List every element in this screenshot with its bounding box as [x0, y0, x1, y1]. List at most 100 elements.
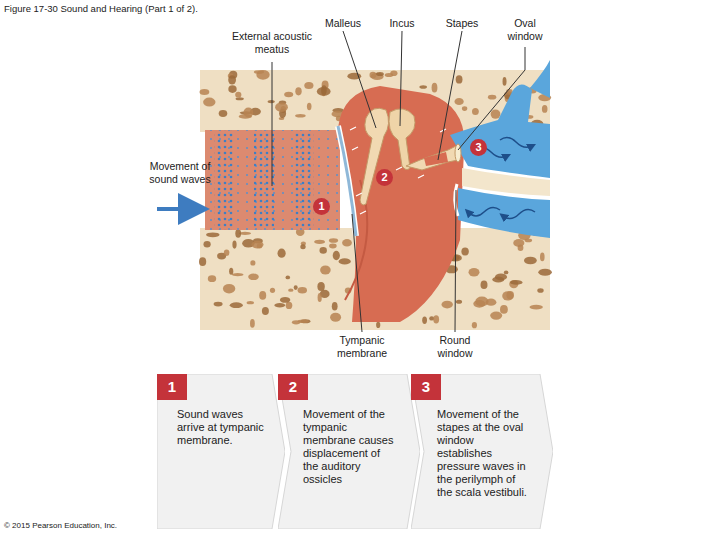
bone-pore — [274, 303, 285, 307]
bone-pore — [488, 95, 496, 100]
bone-pore — [219, 110, 228, 117]
part-label: Incus — [378, 17, 426, 30]
bone-pore — [236, 97, 244, 100]
bone-pore — [248, 274, 259, 281]
bone-pore — [286, 302, 293, 309]
bone-pore — [469, 268, 480, 276]
part-label: Oval window — [498, 17, 552, 42]
bone-pore — [304, 82, 313, 89]
bone-pore — [247, 301, 254, 304]
bone-pore — [385, 73, 394, 77]
bone-texture — [199, 70, 552, 328]
pressure-wave-arrow — [500, 137, 532, 147]
part-label: Round window — [423, 334, 487, 359]
bone-pore — [455, 98, 464, 105]
bone-pore — [203, 98, 215, 107]
bone-pore — [280, 297, 290, 303]
leader-line — [458, 47, 525, 150]
bone-pore — [329, 244, 337, 249]
bone-pore — [370, 72, 377, 78]
bone-pore — [502, 291, 513, 300]
bone-pore — [314, 240, 325, 244]
oval-window — [455, 144, 461, 162]
chevron-fill — [157, 374, 285, 529]
step-panel: 2Movement of the tympanic membrane cause… — [278, 374, 420, 529]
step-number-badge: 3 — [411, 374, 441, 400]
bone-pore — [329, 238, 338, 243]
part-label: Movement of sound waves — [140, 160, 220, 185]
bone-pore — [200, 89, 210, 95]
chevron-fill — [411, 374, 553, 529]
bone-pore — [542, 105, 548, 113]
bone-pore — [456, 75, 463, 83]
scala-tympani — [458, 188, 550, 238]
bone-pore — [504, 271, 509, 275]
bone-pore — [292, 320, 300, 324]
bone-pore — [433, 315, 439, 323]
bone-pore — [330, 313, 341, 322]
bone-pore — [244, 108, 254, 118]
bone-pore — [229, 268, 233, 275]
scala-vestibuli — [450, 84, 550, 178]
bone-pore — [235, 92, 241, 98]
bone-pore — [461, 248, 468, 256]
vestibule — [530, 60, 550, 98]
bone-pore — [199, 257, 206, 266]
bone-pore — [298, 287, 307, 293]
chevron-fill — [278, 374, 420, 529]
bone-pore — [230, 302, 243, 308]
bone-pore — [224, 250, 230, 257]
bone-pore — [530, 305, 543, 310]
incus — [389, 109, 415, 170]
bone-pore — [254, 70, 264, 74]
part-label: Tympanic membrane — [322, 334, 402, 359]
bone-pore — [491, 109, 501, 118]
bone-pore — [206, 232, 219, 237]
leader-line — [352, 214, 362, 332]
bone-pore — [284, 92, 293, 97]
pressure-wave-arrow — [468, 207, 500, 216]
figure-title: Figure 17-30 Sound and Hearing (Part 1 o… — [4, 3, 198, 14]
bone-pore — [223, 284, 235, 294]
step-panel: 3Movement of the stapes at the oval wind… — [411, 374, 553, 529]
step-number-badge: 2 — [278, 374, 308, 400]
compression-band — [214, 130, 234, 230]
step-number-badge: 1 — [157, 374, 187, 400]
sound-direction-arrow — [157, 207, 194, 211]
bone-pore — [422, 317, 427, 324]
bone-pore — [432, 83, 438, 93]
part-label: Stapes — [437, 17, 487, 30]
bone-pore — [339, 258, 351, 264]
bone-pore — [318, 293, 322, 302]
bone-pore — [250, 260, 255, 265]
bone-pore — [317, 87, 331, 96]
callout-number: 1 — [313, 198, 330, 215]
bone-pore — [232, 273, 244, 276]
bone-pore — [442, 301, 453, 309]
bone-pore — [275, 102, 288, 112]
bone-pore — [419, 85, 427, 89]
bone-pore — [317, 282, 324, 291]
bone-pore — [537, 288, 543, 293]
compression-band — [294, 130, 314, 230]
step-description: Movement of the stapes at the oval windo… — [437, 408, 529, 499]
bone-pore — [472, 108, 479, 115]
bone-pore — [472, 322, 477, 328]
bone-pore — [288, 289, 293, 292]
bone-pore — [278, 249, 286, 258]
bone-pore — [250, 319, 255, 328]
bone-pore — [376, 72, 384, 76]
bone-pore — [342, 239, 352, 246]
bone-pore — [295, 114, 306, 118]
bone-pore — [295, 87, 301, 95]
vibration-marks — [350, 127, 446, 214]
bone-pore — [524, 257, 537, 265]
bone-pore — [503, 77, 507, 86]
bone-pore — [510, 280, 522, 285]
bone-pore — [204, 241, 211, 248]
bone-pore — [462, 106, 467, 111]
bone-pore — [513, 239, 524, 247]
step-description: Sound waves arrive at tympanic membrane. — [177, 408, 265, 447]
tympanic-membrane-edge — [338, 126, 356, 236]
bone-pore — [538, 269, 552, 276]
